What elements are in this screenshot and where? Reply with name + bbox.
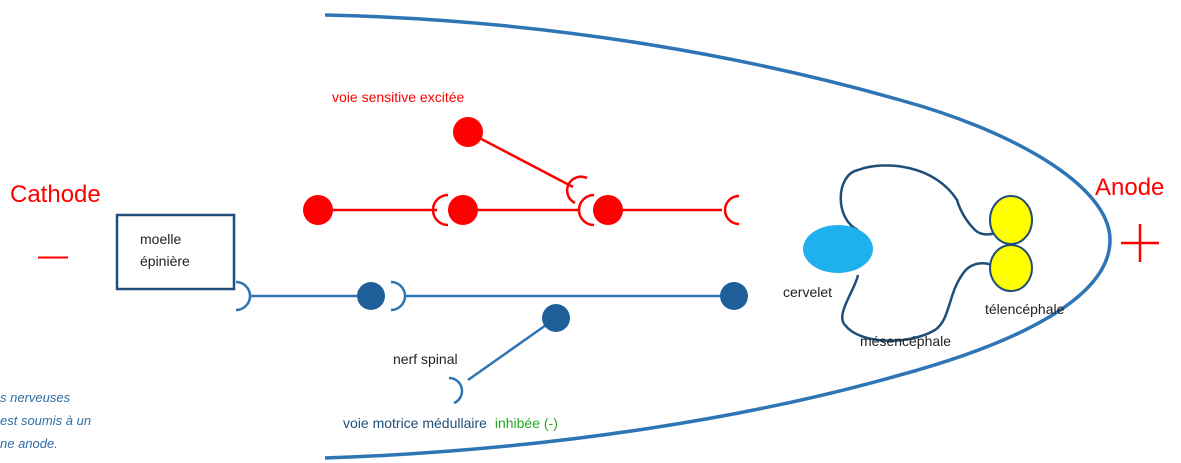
motor-state-text: inhibée (-) [495, 415, 558, 431]
cathode-sign: — [38, 239, 68, 272]
sensory-node-top [453, 117, 483, 147]
caption-line-2: est soumis à un [0, 413, 92, 428]
sensory-node-1 [303, 195, 333, 225]
midbrain-label: mésencéphale [860, 333, 951, 349]
motor-node-1 [357, 282, 385, 310]
motor-path-label: voie motrice médullaire inhibée (-) [343, 415, 558, 431]
anode-label: Anode [1095, 174, 1164, 201]
sensory-path-label: voie sensitive excitée [332, 89, 465, 105]
spinal-cord-label: moelle épinière [140, 231, 190, 269]
cerebellum-label: cervelet [783, 284, 832, 300]
telencephalon-label: télencéphale [985, 301, 1065, 317]
spinal-nerve-label: nerf spinal [393, 351, 458, 367]
cerebellum-shape [803, 225, 873, 273]
motor-node-2 [720, 282, 748, 310]
sensory-pathway [318, 130, 740, 227]
spinal-cord-box [115, 213, 236, 291]
sensory-node-2 [448, 195, 478, 225]
motor-path-text: voie motrice médullaire [343, 415, 487, 431]
body-outline [324, 13, 1112, 460]
caption-line-1: s nerveuses [0, 390, 71, 405]
motor-pathway [235, 280, 734, 405]
telencephalon-bottom [989, 244, 1033, 292]
sensory-node-3 [593, 195, 623, 225]
telencephalon-top [989, 195, 1033, 245]
cathode-label: Cathode [10, 181, 101, 208]
motor-node-branch [542, 304, 570, 332]
caption-line-3: ne anode. [0, 436, 58, 451]
anode-sign [1121, 224, 1159, 262]
